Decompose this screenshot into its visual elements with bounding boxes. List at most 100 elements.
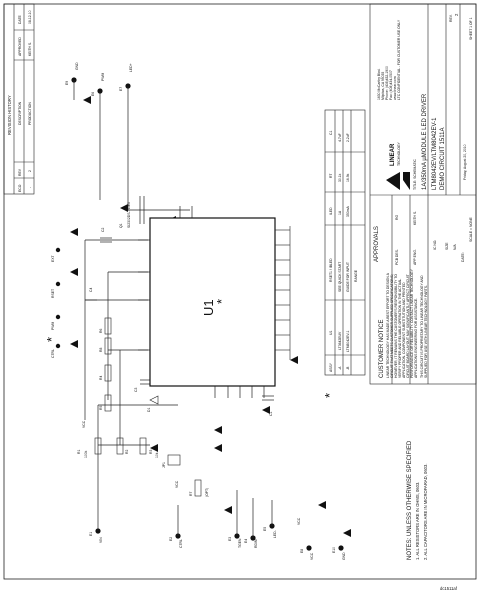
net-pwm-label: PWM (101, 73, 105, 81)
ic-u1-ref: U1 (201, 299, 216, 316)
ic-u1: U1 * (138, 206, 298, 398)
title-block: CUSTOMER NOTICE LINEAR TECHNOLOGY HAS MA… (369, 3, 477, 385)
resistor-r8 (104, 337, 112, 355)
svg-text:Fax: (408)434-0507: Fax: (408)434-0507 (389, 70, 393, 100)
title-line-3: DEMO CIRCUIT 1511A (440, 128, 446, 190)
approvals-title: APPROVALS (374, 226, 380, 262)
resistor-r2 (116, 437, 124, 455)
resistor-r4 (104, 364, 112, 382)
ic-u1-body (149, 217, 276, 387)
vcc-label-1: VCC (82, 420, 86, 428)
svg-text:LINEAR: LINEAR (390, 143, 396, 166)
svg-text:APPLICATIONS ENGINEERING FOR A: APPLICATIONS ENGINEERING FOR ASSISTANCE. (414, 298, 418, 378)
svg-text:RT: RT (329, 174, 333, 178)
resistor-r5 (104, 394, 112, 412)
svg-text:LT3642EUV: LT3642EUV (338, 331, 342, 350)
svg-text:10k: 10k (155, 452, 159, 458)
svg-text:TECHNOLOGY: TECHNOLOGY (397, 142, 401, 166)
jumper-rset (55, 281, 61, 287)
customer-notice-title: CUSTOMER NOTICE (379, 319, 385, 378)
svg-text:1A: 1A (338, 210, 342, 215)
revision-history: REVISION HISTORY ECO REV DESCRIPTION APP… (3, 3, 35, 195)
svg-text:100k: 100k (84, 450, 88, 458)
svg-text:16.9k: 16.9k (346, 173, 350, 182)
notes-line-2: 2. ALL CAPACITORS ARE IN MICROFARAD, 060… (423, 464, 428, 561)
svg-text:APPLICATION. COMPONENT SUBSTIT: APPLICATION. COMPONENT SUBSTITUTION AND … (402, 282, 406, 378)
svg-text:DATE:: DATE: (461, 252, 465, 262)
svg-text:U1: U1 (329, 331, 333, 335)
turret-e1-label: E1 (89, 532, 93, 536)
document-id: dc1511af (440, 586, 458, 591)
svg-text:C1: C1 (329, 131, 333, 135)
svg-text:30.1k: 30.1k (338, 173, 342, 182)
resistor-r1 (94, 437, 102, 455)
svg-text:-A: -A (338, 366, 342, 370)
table-mark: * (322, 393, 337, 398)
svg-text:SHEET 1 OF 1: SHEET 1 OF 1 (469, 17, 473, 40)
svg-text:R6: R6 (99, 329, 103, 333)
rev-row-approved: KEITH S. (28, 42, 32, 56)
ic-u1-mark: * (214, 299, 229, 304)
jumper-pwm (55, 314, 61, 320)
svg-text:*: * (44, 337, 59, 342)
assembly-table: ASSY U1 RSET1 / IBLED ILED RT C1 -A LT36… (324, 109, 366, 376)
svg-text:www.linear.com: www.linear.com (393, 76, 397, 100)
turret-e5-label: E5 (263, 527, 267, 531)
title-line-1: 1A/350mA µMODULE LED DRIVER (422, 93, 428, 190)
svg-text:R8: R8 (99, 348, 103, 352)
turret-e9-label: E9 (65, 81, 69, 85)
jumper-ext (55, 247, 61, 253)
svg-text:SUPPLIED FOR USE WITH LINEAR T: SUPPLIED FOR USE WITH LINEAR TECHNOLOGY … (424, 285, 428, 378)
svg-text:LINEAR TECHNOLOGY HAS MADE A B: LINEAR TECHNOLOGY HAS MADE A BEST EFFORT… (386, 272, 390, 378)
svg-text:350mA: 350mA (346, 206, 350, 217)
revision-history-title: REVISION HISTORY (7, 95, 12, 135)
svg-text:HOWEVER, IT REMAINS THE CUSTOM: HOWEVER, IT REMAINS THE CUSTOMER'S RESPO… (394, 274, 398, 378)
ic-gnd-pin-stack (275, 226, 298, 364)
net-rdim-label: RDIM (254, 539, 258, 548)
svg-text:R7: R7 (189, 492, 193, 496)
turret-e6-label: E6 (91, 92, 95, 96)
resistor-r7 (194, 479, 202, 497)
net-ledm-label: LED- (273, 530, 277, 538)
net-gnd-bottom-label: GND (342, 552, 346, 560)
svg-text:ILED: ILED (329, 207, 333, 215)
svg-text:RANGE: RANGE (354, 269, 358, 282)
turret-e7-label: E7 (119, 87, 123, 91)
svg-text:RSET1 / IBLED: RSET1 / IBLED (329, 258, 333, 282)
svg-text:LTC CONFIDENTIAL - FOR CUSTOME: LTC CONFIDENTIAL - FOR CUSTOMER USE ONLY (397, 19, 401, 100)
turret-e4-label: E4 (244, 539, 248, 543)
net-gnd-top-label: GND (75, 62, 79, 70)
svg-text:JP1: JP1 (162, 462, 166, 468)
svg-text:Phone: (408)432-1900: Phone: (408)432-1900 (385, 66, 389, 100)
jumper-ctrl (55, 343, 61, 349)
svg-text:SEE QUICK START: SEE QUICK START (338, 262, 342, 292)
svg-text:2.2uF: 2.2uF (346, 133, 350, 142)
rev-header-description: DESCRIPTION (18, 101, 22, 125)
svg-text:R1: R1 (77, 450, 81, 454)
diode-d1 (149, 395, 159, 405)
linear-technology-logo: LINEAR TECHNOLOGY (386, 142, 410, 190)
resistor-r3 (139, 437, 147, 455)
svg-text:TITLE: SCHEMATIC: TITLE: SCHEMATIC (413, 159, 417, 190)
turret-e3-label: E3 (228, 537, 232, 541)
rev-header-date: DATE (18, 14, 22, 24)
svg-text:GUIDE FOR INPUT: GUIDE FOR INPUT (346, 262, 350, 292)
turret-e10 (338, 545, 344, 551)
svg-text:CIRCUIT BOARD LAYOUT MAY SIGNI: CIRCUIT BOARD LAYOUT MAY SIGNIFICANTLY A… (406, 274, 410, 378)
net-tgen-label: TGEN (238, 538, 242, 548)
svg-text:N/A: N/A (453, 244, 457, 250)
notes-line-1: 1. ALL RESISTORS ARE IN OHMS, 0603. (415, 482, 420, 560)
svg-text:KEITH S.: KEITH S. (413, 211, 417, 225)
svg-text:4.7uF: 4.7uF (338, 133, 342, 142)
svg-text:ASSY: ASSY (329, 362, 333, 372)
rev-row-date: 08-12-10 (28, 10, 32, 24)
svg-text:R3: R3 (149, 450, 153, 454)
turret-e10-label: E10 (332, 547, 336, 553)
svg-text:C2: C2 (101, 228, 105, 232)
turret-e2-label: E2 (169, 537, 173, 541)
svg-text:PERFORMANCE OR RELIABILITY. CO: PERFORMANCE OR RELIABILITY. CONTACT LINE… (410, 268, 414, 378)
net-ctrl-label: CTRL (179, 539, 183, 548)
svg-text:REV.: REV. (449, 14, 453, 22)
